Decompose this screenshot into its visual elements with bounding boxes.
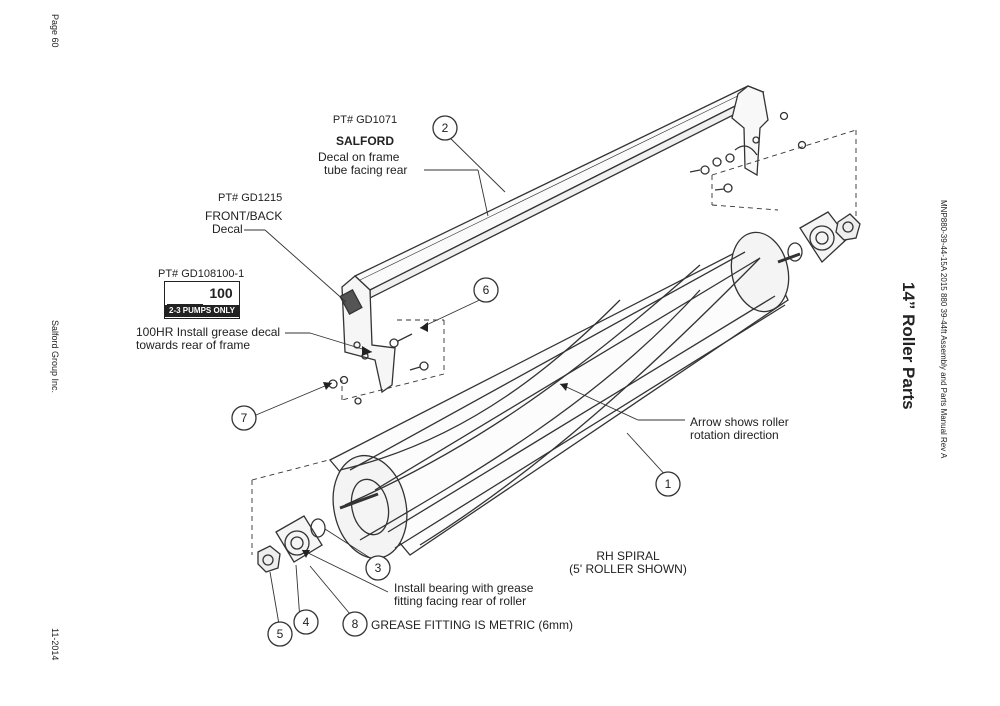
item-number-8: 8 [351,617,359,631]
callout-grease-decal-1: 100HR Install grease decal [136,325,281,339]
left-bracket [339,275,396,394]
spiral-line-2: (5' ROLLER SHOWN) [569,562,687,576]
frame-tube [353,85,765,300]
item-number-3: 3 [374,561,382,575]
item-number-5: 5 [276,627,284,641]
item-number-4: 4 [302,615,310,629]
callout-decal: Decal [212,222,243,236]
callout-gd108100: PT# GD108100-1 [158,268,245,280]
grease-decal-image: 100 2-3 PUMPS ONLY [164,281,240,319]
callout-decal-frame: Decal on frame [318,150,400,164]
right-hardware [689,111,807,193]
callout-arrow-2: rotation direction [690,428,779,442]
arrowheads [302,322,568,558]
brand-label: SALFORD [336,134,394,148]
callout-tube-rear: tube facing rear [324,163,408,177]
part-number: PT# GD1071 [332,114,398,126]
left-bearing [257,515,326,573]
callout-arrow-1: Arrow shows roller [690,415,789,429]
right-bearing [787,211,861,264]
item-number-1: 1 [664,477,672,491]
item-number-6: 6 [482,283,490,297]
callout-metric: GREASE FITTING IS METRIC (6mm) [371,618,574,632]
decal-pumps: 2-3 PUMPS ONLY [165,305,239,317]
callout-spiral: RH SPIRAL (5' ROLLER SHOWN) [568,550,688,576]
spiral-line-1: RH SPIRAL [596,549,660,563]
decal-hours: 100 [209,285,233,301]
callout-gd1215: PT# GD1215 [218,192,283,204]
item-number-2: 2 [441,121,449,135]
callout-circles [231,115,681,647]
grease-gun-icon [167,284,203,306]
callout-front-back: FRONT/BACK [205,209,283,223]
left-hardware [328,333,429,405]
item-number-7: 7 [240,411,248,425]
callout-bearing-1: Install bearing with grease [394,581,534,595]
callout-bearing-2: fitting facing rear of roller [394,594,527,608]
roller [328,231,801,560]
callout-gd1071: PT# GD1071 SALFORD [310,114,420,148]
leader-lines [244,132,685,631]
callout-grease-decal-2: towards rear of frame [136,338,251,352]
right-bracket [731,85,769,177]
